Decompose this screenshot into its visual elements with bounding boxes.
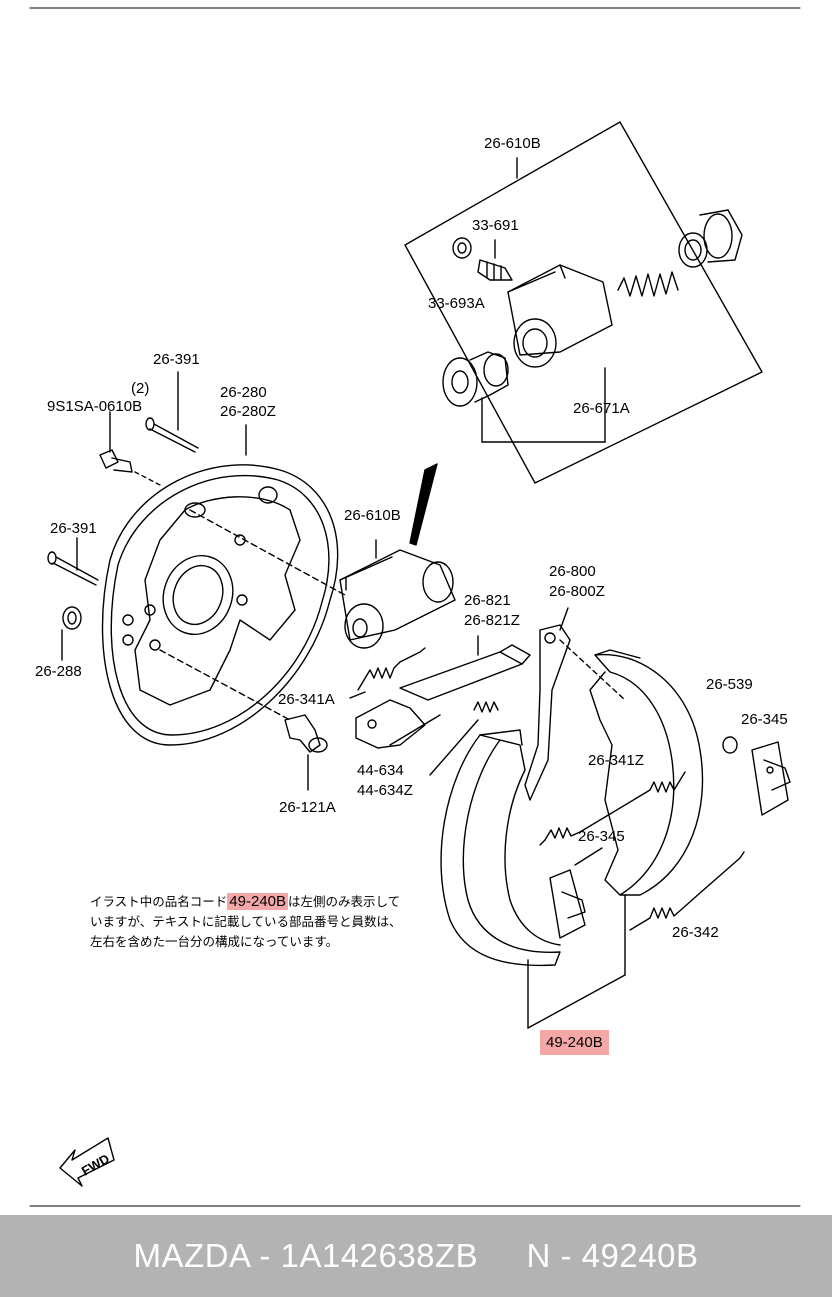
label-33-693a: 33-693A — [428, 295, 485, 312]
label-26-821: 26-821 — [464, 592, 511, 609]
hold-down-pin-mid — [47, 537, 99, 586]
return-spring-upper-left — [357, 647, 426, 691]
installation-arrow — [409, 463, 438, 546]
brake-shoe-trailing — [589, 649, 704, 976]
label-26-342: 26-342 — [672, 924, 719, 941]
label-26-671a: 26-671A — [573, 400, 630, 417]
backing-plate — [101, 424, 346, 746]
note-highlighted-code: 49-240B — [227, 893, 288, 910]
parts-diagram: FWD — [29, 7, 801, 1207]
return-spring-lower — [544, 771, 686, 841]
cylinder-spring — [617, 271, 679, 297]
label-26-345-mid: 26-345 — [578, 828, 625, 845]
piston-boot-right — [678, 209, 743, 268]
label-26-610b-top: 26-610B — [484, 135, 541, 152]
label-9s1sa-0610b: 9S1SA-0610B — [47, 398, 143, 415]
hold-down-pin-top — [145, 371, 199, 453]
cylinder-body-box — [507, 264, 613, 368]
wheel-cylinder-kit-frame — [404, 121, 763, 484]
label-26-345-right: 26-345 — [741, 711, 788, 728]
backing-plate-bolt — [99, 411, 161, 486]
label-26-280z: 26-280Z — [220, 403, 276, 420]
grommet — [61, 606, 82, 661]
label-26-341z: 26-341Z — [588, 752, 644, 769]
wheel-cylinder-assembly — [339, 539, 456, 649]
brake-shoe-leading — [440, 729, 626, 1029]
shoe-spring — [629, 851, 745, 931]
label-44-634z: 44-634Z — [357, 782, 413, 799]
label-26-800: 26-800 — [549, 563, 596, 580]
label-26-341a: 26-341A — [278, 691, 335, 708]
label-26-288: 26-288 — [35, 663, 82, 680]
part-number-caption: MAZDA - 1A142638ZB N - 49240B — [133, 1237, 699, 1274]
label-quantity-2: (2) — [131, 380, 150, 397]
label-26-280: 26-280 — [220, 384, 267, 401]
piston-boot-left — [442, 351, 509, 407]
fwd-label: FWD — [79, 1151, 112, 1179]
bleeder-cap — [452, 237, 472, 259]
cylinder-bolt — [284, 714, 328, 791]
note-text-after: は左側のみ表示していますが、テキストに記載している部品番号と員数は、左右を含めた… — [90, 894, 402, 949]
fwd-arrow-icon — [59, 1137, 115, 1187]
exploded-view-drawing: FWD — [29, 7, 801, 1207]
label-44-634: 44-634 — [357, 762, 404, 779]
adjuster-strut — [355, 635, 531, 749]
adjuster-spring — [473, 701, 499, 713]
label-26-821z: 26-821Z — [464, 612, 520, 629]
label-33-691: 33-691 — [472, 217, 519, 234]
hold-down-spring-cup-mid — [549, 847, 603, 939]
note-text-before: イラスト中の品名コード — [90, 894, 228, 909]
hold-down-spring-cup-right — [751, 741, 791, 816]
label-26-800z: 26-800Z — [549, 583, 605, 600]
bleeder-screw — [477, 239, 513, 281]
label-26-391-mid: 26-391 — [50, 520, 97, 537]
label-26-539: 26-539 — [706, 676, 753, 693]
parking-brake-lever — [524, 607, 626, 801]
label-26-610b-mid: 26-610B — [344, 507, 401, 524]
label-26-121a: 26-121A — [279, 799, 336, 816]
label-49-240b: 49-240B — [540, 1030, 609, 1055]
adjuster-washer — [722, 736, 738, 754]
footer-bar: MAZDA - 1A142638ZB N - 49240B — [0, 1215, 832, 1297]
label-26-391-top: 26-391 — [153, 351, 200, 368]
